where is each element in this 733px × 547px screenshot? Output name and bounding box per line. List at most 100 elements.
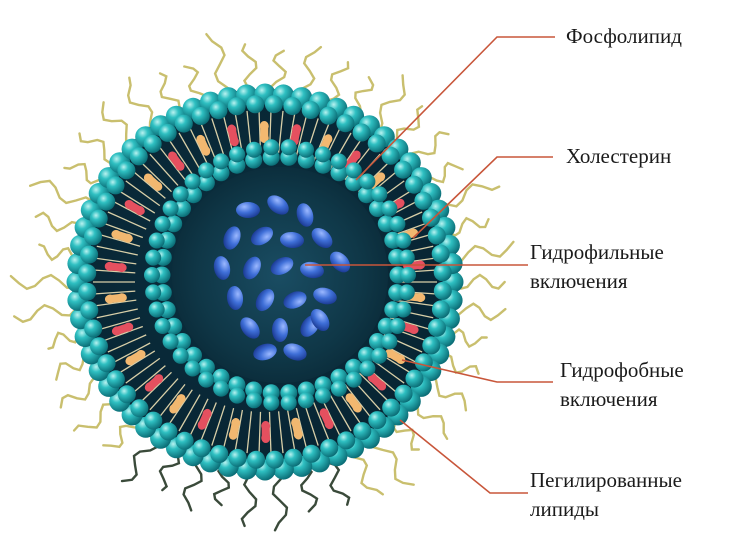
lipid-head	[213, 153, 229, 169]
hydrophobic-inclusion	[261, 421, 270, 443]
lipid-head	[359, 361, 375, 377]
lipid-head	[130, 147, 148, 165]
lipid-head	[107, 370, 125, 388]
peg-chain	[128, 78, 152, 131]
lipid-head	[281, 139, 297, 155]
lipid-head	[381, 334, 397, 350]
lipid-head	[353, 422, 371, 440]
lipid-head	[415, 353, 433, 371]
lipid-head	[117, 161, 135, 179]
lipid-head	[149, 302, 165, 318]
label-hydrophobic-inclusions: Гидрофобные включения	[560, 356, 684, 414]
lipid-head	[118, 385, 136, 403]
lipid-head	[405, 176, 423, 194]
lipid-head	[80, 246, 98, 264]
lipid-head	[432, 245, 450, 263]
lipid-head	[422, 336, 440, 354]
lipid-head	[315, 388, 331, 404]
lipid-head	[395, 385, 413, 403]
lipid-head	[159, 423, 177, 441]
peg-chain	[380, 75, 405, 130]
lipid-head	[303, 445, 321, 463]
lipid-head	[84, 320, 102, 338]
lipid-head	[229, 388, 245, 404]
lipid-head	[359, 174, 375, 190]
lipid-head	[368, 411, 386, 429]
lipid-head	[155, 318, 171, 334]
lipid-head	[247, 451, 265, 469]
lipid-head	[145, 284, 161, 300]
lipid-head	[266, 451, 284, 469]
peg-chain	[30, 181, 93, 203]
peg-chain	[103, 426, 140, 447]
lipid-head	[176, 432, 194, 450]
lipid-head	[210, 445, 228, 463]
peg-chain	[184, 459, 202, 511]
lipid-head	[144, 267, 160, 283]
lipid-head	[315, 146, 331, 162]
label-phospholipid: Фосфолипид	[566, 22, 682, 51]
lipid-head	[130, 399, 148, 417]
lipid-head	[434, 263, 452, 281]
lipid-head	[319, 107, 337, 125]
lipid-head	[213, 381, 229, 397]
peg-chain	[326, 462, 349, 505]
lipid-head	[84, 227, 102, 245]
lipid-head	[163, 201, 179, 217]
lipid-head	[265, 95, 283, 113]
peg-chain	[430, 376, 466, 410]
lipid-head	[368, 134, 386, 152]
lipid-head	[163, 334, 179, 350]
lipid-head	[331, 381, 347, 397]
peg-chain	[417, 397, 448, 439]
peg-chain	[273, 471, 287, 530]
lipid-head	[422, 209, 440, 227]
lipid-head	[246, 142, 262, 158]
lipid-head	[428, 319, 446, 337]
peg-chain	[122, 438, 157, 481]
lipid-head	[80, 301, 98, 319]
peg-chain	[454, 242, 513, 262]
lipid-head	[432, 300, 450, 318]
label-pegylated-lipids: Пегилированные липиды	[530, 466, 682, 524]
lipid-head	[414, 192, 432, 210]
lipid-head	[229, 146, 245, 162]
lipid-head	[320, 439, 338, 457]
lipid-head	[336, 114, 354, 132]
lipid-head	[298, 392, 314, 408]
cholesterol-molecule	[260, 121, 269, 143]
lipid-head	[173, 186, 189, 202]
lipid-head	[400, 267, 416, 283]
lipid-head	[198, 372, 214, 388]
lipid-head	[155, 216, 171, 232]
lipid-head	[90, 210, 108, 228]
lipid-head	[395, 233, 411, 249]
lipid-head	[382, 399, 400, 417]
leader-line-pegylated	[400, 420, 528, 493]
lipid-head	[97, 193, 115, 211]
peg-chain	[371, 440, 414, 485]
lipid-head	[107, 176, 125, 194]
lipid-head	[173, 348, 189, 364]
lipid-head	[281, 395, 297, 411]
lipid-head	[229, 449, 247, 467]
lipid-head	[353, 124, 371, 142]
peg-chain	[242, 472, 256, 526]
label-hydrophilic-inclusions: Гидрофильные включения	[530, 238, 664, 296]
peg-chain	[14, 305, 77, 322]
lipid-head	[381, 201, 397, 217]
lipid-head	[395, 302, 411, 318]
lipid-head	[331, 153, 347, 169]
lipid-head	[371, 186, 387, 202]
lipid-head	[283, 97, 301, 115]
hydrophilic-inclusion	[236, 202, 260, 218]
lipid-head	[284, 449, 302, 467]
lipid-head	[228, 97, 246, 115]
lipid-head	[263, 395, 279, 411]
peg-chain	[324, 62, 348, 101]
lipid-head	[389, 318, 405, 334]
lipid-head	[263, 139, 279, 155]
lipid-head	[389, 216, 405, 232]
label-cholesterol: Холестерин	[566, 142, 671, 171]
lipid-head	[246, 95, 264, 113]
